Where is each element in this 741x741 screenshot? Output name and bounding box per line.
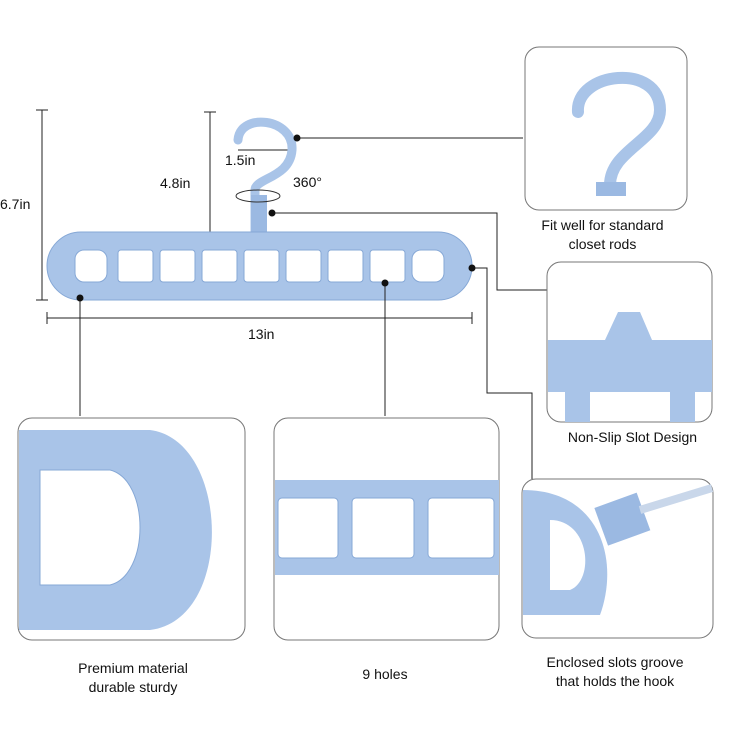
rotation-label: 360° (293, 174, 322, 190)
caption-non-slip: Non-Slip Slot Design (567, 429, 698, 445)
hanger-illustration (46, 117, 473, 301)
callout-lines (79, 137, 547, 479)
caption-9-holes: 9 holes (362, 666, 408, 682)
width-label: 13in (248, 326, 275, 342)
hook-width-label: 1.5in (225, 152, 256, 168)
total-height-label: 6.7in (0, 196, 31, 212)
hook-height-label: 4.8in (160, 175, 191, 191)
